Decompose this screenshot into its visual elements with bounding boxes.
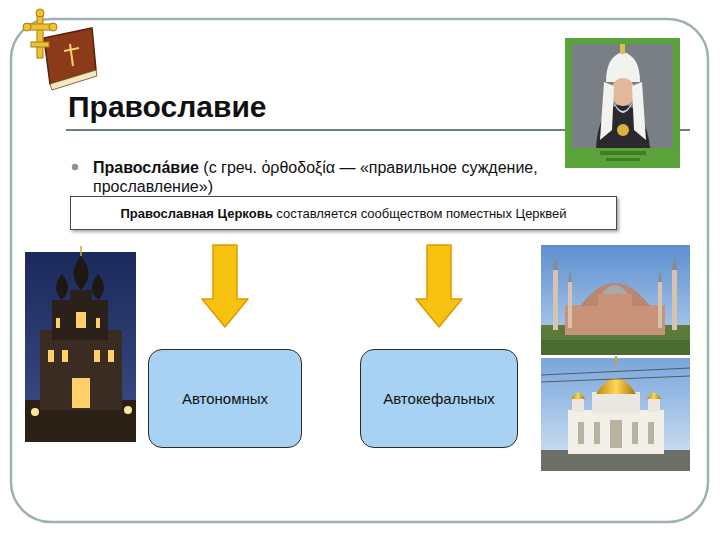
node-text: Автономных	[182, 390, 268, 407]
christ-saviour-photo	[541, 356, 690, 471]
bullet-dot	[72, 164, 78, 170]
church-type-box: Автономных	[148, 349, 302, 448]
node-label: Автономных	[182, 390, 268, 407]
statement-box: Православная Церковь составляется сообще…	[70, 196, 617, 230]
block-arrow	[416, 245, 462, 327]
node-label: составляется сообществом поместных Церкв…	[276, 206, 566, 221]
node-text: Автокефальных	[383, 390, 495, 407]
node-text: Православная Церковь составляется сообще…	[120, 206, 566, 221]
block-arrow	[202, 245, 248, 327]
church-type-box: Автокефальных	[360, 349, 518, 448]
slide-frame	[11, 19, 708, 522]
slide-title: Православие	[68, 90, 267, 124]
cathedral-photo	[25, 246, 136, 442]
hagia-sophia-photo	[541, 245, 690, 355]
term-label: Правосла́вие	[93, 159, 199, 176]
bullet-paragraph: Правосла́вие (с греч. ὀρθοδοξία — «прави…	[93, 158, 555, 196]
node-label: Автокефальных	[383, 390, 495, 407]
book-icon	[23, 9, 97, 90]
node-label: Православная Церковь	[120, 206, 272, 221]
portrait-image	[565, 38, 680, 168]
